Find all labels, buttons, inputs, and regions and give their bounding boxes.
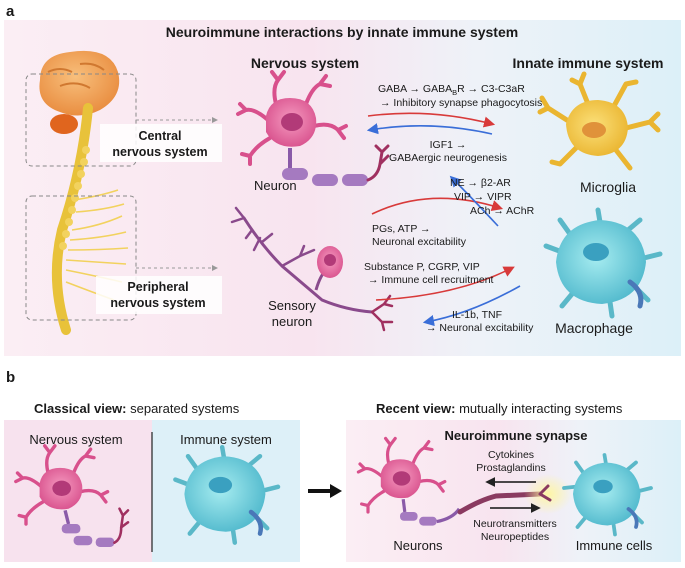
neurotransmitters-label: Neurotransmitters xyxy=(473,518,556,530)
pns-signal3-line2: → Immune cell recruitment xyxy=(368,274,494,286)
cytokines-label: Cytokines xyxy=(488,449,534,461)
classical-immune-cell-icon xyxy=(173,444,281,545)
prostaglandins-label: Prostaglandins xyxy=(476,462,545,474)
immune-cells-label: Immune cells xyxy=(576,538,653,553)
synapse-axon xyxy=(457,491,543,515)
pns-signal4-line1: IL-1b, TNF xyxy=(452,309,502,321)
macrophage-label: Macrophage xyxy=(555,320,633,336)
classical-view-heading: Classical view: separated systems xyxy=(34,401,240,416)
cerebellum-icon xyxy=(50,114,78,134)
pns-signal4-line2: → Neuronal excitability xyxy=(426,322,534,334)
sensory-neuron-icon xyxy=(230,206,394,332)
neuropeptides-label: Neuropeptides xyxy=(481,531,549,543)
cns-label-line2: nervous system xyxy=(112,145,207,159)
synapse-neuron-icon xyxy=(356,436,461,526)
pns-signal1-line2: VIP → VIPR xyxy=(454,191,512,203)
cns-signal2-line1: IGF1 → xyxy=(430,139,467,151)
cns-label-line1: Central xyxy=(138,129,181,143)
brain-spinal-cord-illustration xyxy=(39,50,129,335)
cns-signal1-line2: → Inhibitory synapse phagocytosis xyxy=(380,97,542,109)
innate-immune-header: Innate immune system xyxy=(513,55,664,71)
microglia-label: Microglia xyxy=(580,179,636,195)
classical-nervous-label: Nervous system xyxy=(29,432,122,447)
arrow-microglia-to-neuron xyxy=(366,123,493,135)
sensory-neuron-label-line1: Sensory xyxy=(268,298,316,313)
pns-signal1-line1: NE → β2-AR xyxy=(450,177,511,189)
classical-neuron-icon xyxy=(14,444,130,547)
cns-signal1-line1: GABA → GABABR → C3-C3aR xyxy=(378,83,525,97)
synapse-immune-cell-icon xyxy=(562,453,653,537)
neuroimmune-synapse-title: Neuroimmune synapse xyxy=(444,428,587,443)
cns-neuron-icon xyxy=(236,70,390,186)
panel-b-letter: b xyxy=(6,369,15,386)
nervous-system-header: Nervous system xyxy=(251,55,359,71)
pns-signal1-line3: ACh → AChR xyxy=(470,205,535,217)
pns-label-line2: nervous system xyxy=(110,296,205,310)
panel-a-letter: a xyxy=(6,3,15,20)
sensory-neuron-label-line2: neuron xyxy=(272,314,312,329)
panel-a-title: Neuroimmune interactions by innate immun… xyxy=(166,24,518,40)
pns-label-line1: Peripheral xyxy=(127,280,188,294)
pns-signal3-line1: Substance P, CGRP, VIP xyxy=(364,261,480,273)
neurons-label: Neurons xyxy=(393,538,443,553)
arrow-neuron-to-microglia xyxy=(367,112,496,128)
pns-signal2-line2: Neuronal excitability xyxy=(372,236,467,248)
pns-callout-box xyxy=(25,195,137,321)
cns-signal2-line2: GABAergic neurogenesis xyxy=(389,152,507,164)
recent-view-heading: Recent view: mutually interacting system… xyxy=(376,401,623,416)
neuron-label: Neuron xyxy=(254,178,297,193)
spinal-cord-icon xyxy=(51,103,93,335)
classical-immune-label: Immune system xyxy=(180,432,272,447)
macrophage-icon xyxy=(543,207,663,319)
microglia-icon xyxy=(537,71,661,171)
pns-signal2-line1: PGs, ATP → xyxy=(372,223,431,235)
